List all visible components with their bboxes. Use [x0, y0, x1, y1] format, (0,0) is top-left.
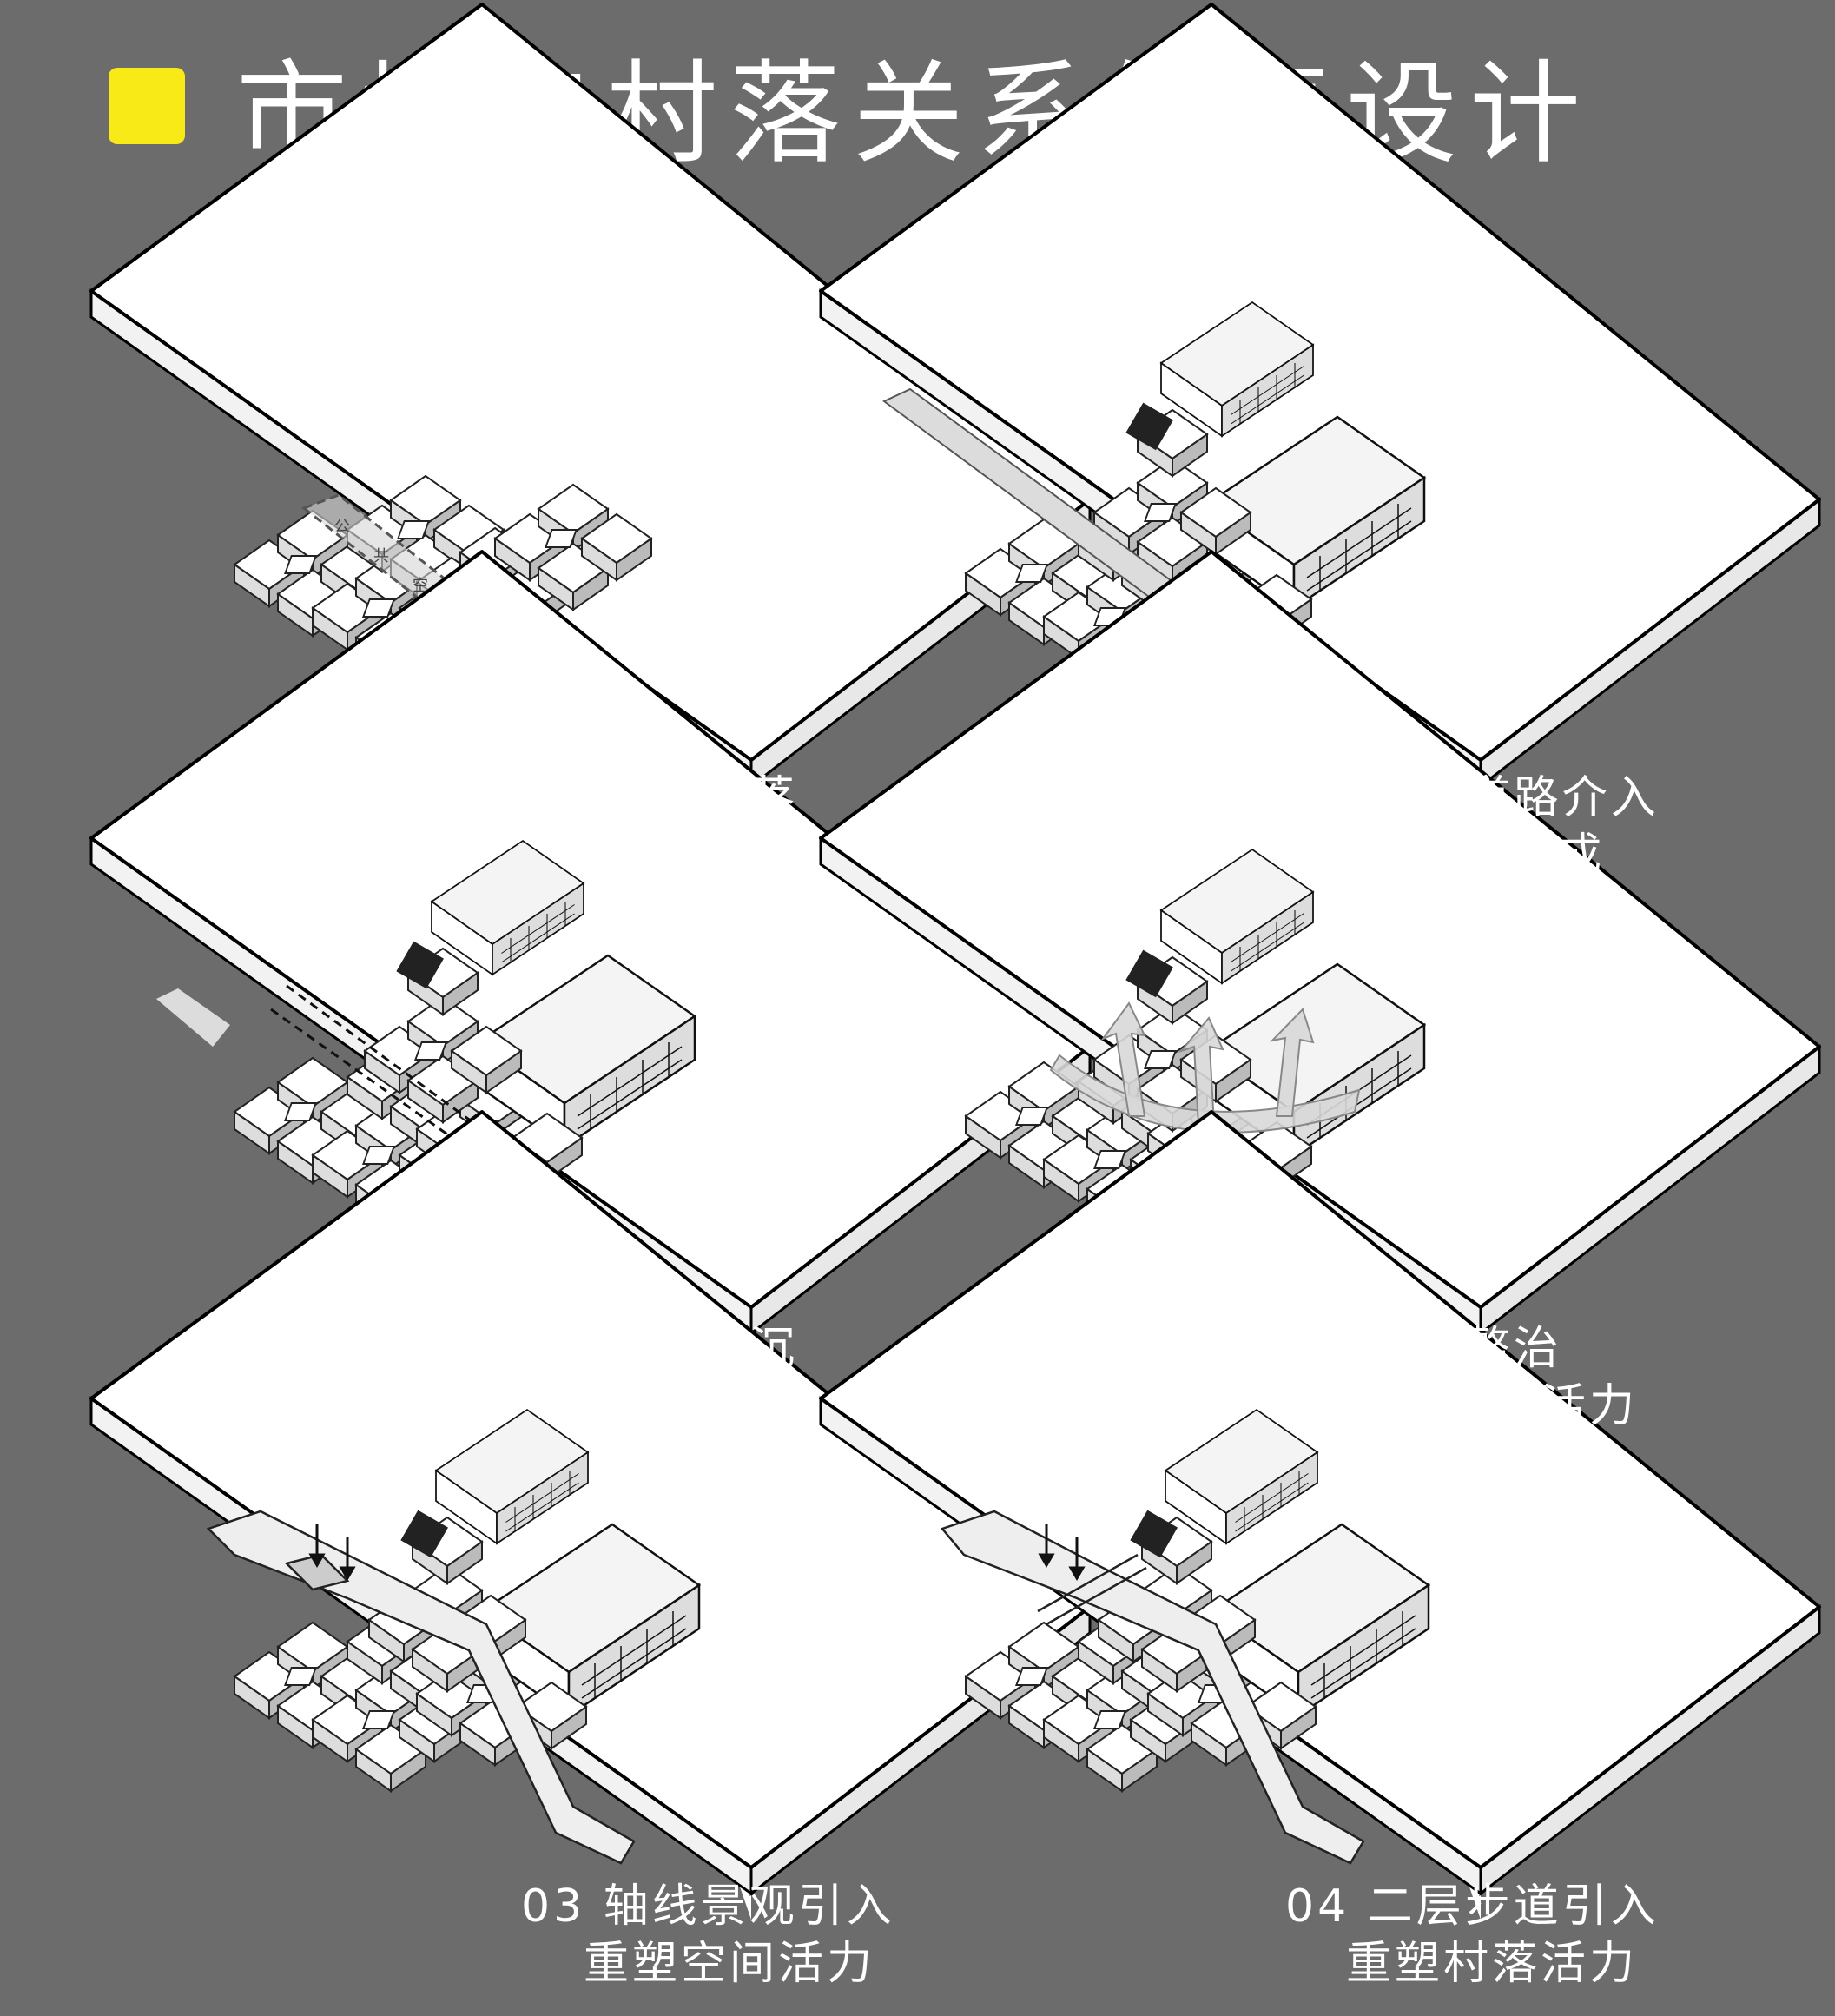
public-space-char-2: 共 [373, 547, 389, 565]
caption-6-line2: 重塑村落活力 [1346, 1938, 1639, 1990]
caption-step-3: 03 道路下沉 [521, 1320, 798, 1378]
sunken-road-dashes [270, 984, 564, 1268]
market-cluster-2 [1094, 302, 1424, 641]
site-slab-4 [819, 550, 1821, 1361]
caption-1-line1: 01 原初村落 [521, 772, 798, 824]
public-space-char-3: 空 [413, 577, 428, 595]
caption-4-line1: 04 市场整治 [1285, 1323, 1562, 1375]
site-slab-5 [89, 1110, 1092, 1921]
village-cluster-1 [234, 476, 651, 679]
market-cluster-3 [365, 841, 695, 1180]
caption-4-line2: 重塑市场活力 [1346, 1380, 1639, 1432]
road-end-south [538, 1251, 621, 1307]
village-cluster-5 [234, 1588, 573, 1791]
walkway-markers [1038, 1524, 1086, 1581]
market-cluster-6 [1099, 1410, 1429, 1748]
page-title: 市场与村落关系修复设计 [236, 50, 1594, 179]
caption-step-4: 04 市场整治 重塑市场活力 [1285, 1320, 1638, 1435]
road-end-west [156, 988, 230, 1047]
revitalization-arrows [1049, 1001, 1361, 1134]
site-slab-6 [819, 1110, 1821, 1921]
caption-step-2: 01 城市道路介入 与市场建成 [1285, 770, 1660, 884]
public-space-char-1: 公 [334, 518, 350, 536]
caption-step-1: 01 原初村落 [521, 770, 798, 827]
village-cluster-6 [966, 1588, 1304, 1791]
site-slab-3 [89, 550, 1092, 1361]
caption-5-line2: 重塑空间活力 [584, 1938, 876, 1990]
caption-2-line2: 与市场建成 [1362, 830, 1606, 882]
landscape-axis [206, 1510, 636, 1865]
public-space-label: 公 共 空 间 [334, 518, 467, 625]
public-space-outline [300, 493, 507, 640]
caption-step-6: 04 二层步道引入 重塑村落活力 [1285, 1878, 1660, 1993]
village-cluster-3 [234, 1023, 573, 1226]
village-cluster-4 [966, 1028, 1304, 1231]
caption-5-line1: 03 轴线景观引入 [521, 1880, 895, 1933]
public-space-char-4: 间 [452, 606, 467, 625]
caption-6-line1: 04 二层步道引入 [1285, 1880, 1660, 1933]
caption-2-line1: 01 城市道路介入 [1285, 772, 1660, 824]
city-road [882, 387, 1352, 728]
elevated-walkway [940, 1510, 1365, 1865]
axis-markers [308, 1524, 356, 1581]
caption-step-5: 03 轴线景观引入 重塑空间活力 [521, 1878, 895, 1993]
section-marker [109, 68, 185, 144]
market-cluster-5 [369, 1410, 699, 1748]
market-cluster-4 [1094, 849, 1424, 1188]
caption-3-line1: 03 道路下沉 [521, 1323, 798, 1375]
village-cluster-2 [966, 485, 1304, 688]
